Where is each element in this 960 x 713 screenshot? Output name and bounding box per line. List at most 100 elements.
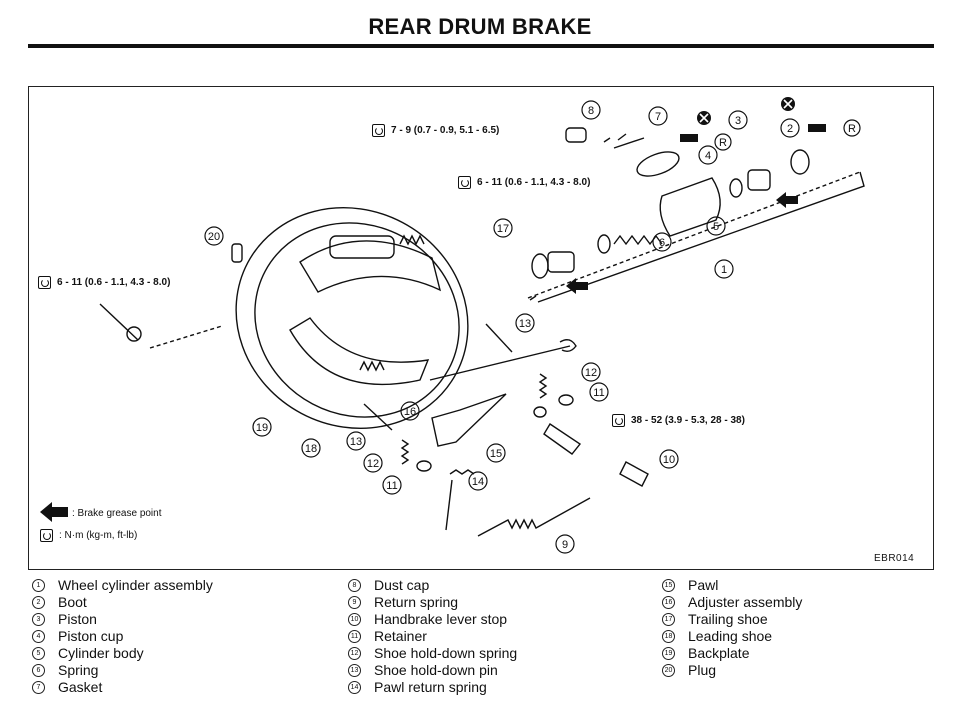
torque-icon — [612, 414, 625, 427]
piston-left-shape — [547, 251, 575, 273]
torque-value: 7 - 9 (0.7 - 0.9, 5.1 - 6.5) — [391, 125, 500, 136]
list-item: 6 Spring — [32, 662, 213, 679]
callout-15: 15 — [490, 448, 502, 460]
spring-12-upper-shape — [538, 373, 548, 399]
callout-16: 16 — [404, 406, 416, 418]
dust-cap-shape — [565, 127, 587, 143]
bracket-line — [529, 171, 865, 303]
do-not-reuse-icons — [697, 97, 795, 125]
callout-17: 17 — [497, 223, 509, 235]
part-label: Piston — [58, 611, 97, 627]
torque-spec-bleeder: 6 - 11 (0.6 - 1.1, 4.3 - 8.0) — [458, 176, 590, 189]
callout-9: 9 — [562, 539, 568, 551]
retainer-11-mid-shape — [533, 406, 547, 418]
part-label: Pawl return spring — [374, 679, 487, 695]
boot-left-shape — [531, 253, 549, 279]
legend-torque-row: : N·m (kg-m, ft-lb) — [40, 529, 137, 542]
pawl-shape — [431, 393, 507, 447]
part-label: Cylinder body — [58, 645, 144, 661]
part-number: 20 — [662, 664, 675, 677]
piston-right-shape — [747, 169, 771, 191]
part-label: Wheel cylinder assembly — [58, 577, 213, 593]
legend-grease-label: : Brake grease point — [72, 508, 162, 519]
callout-6: 6 — [659, 237, 665, 249]
part-label: Boot — [58, 594, 87, 610]
boot-right-shape — [790, 149, 810, 175]
torque-spec-bolt: 38 - 52 (3.9 - 5.3, 28 - 38) — [612, 414, 745, 427]
part-number: 12 — [348, 647, 361, 660]
pin-13-lower-shape — [363, 403, 393, 431]
part-label: Piston cup — [58, 628, 124, 644]
callout-10: 10 — [663, 454, 675, 466]
part-number: 6 — [32, 664, 45, 677]
part-label: Trailing shoe — [688, 611, 768, 627]
reuse-mark-r-1: R — [719, 137, 727, 149]
callout-8: 8 — [588, 105, 594, 117]
torque-value: 6 - 11 (0.6 - 1.1, 4.3 - 8.0) — [57, 277, 171, 288]
part-number: 2 — [32, 596, 45, 609]
part-label: Leading shoe — [688, 628, 773, 644]
torque-icon — [38, 276, 51, 289]
callout-12: 12 — [585, 367, 597, 379]
pin-13-upper-shape — [485, 323, 513, 353]
backplate-outline — [235, 207, 469, 429]
part-label: Handbrake lever stop — [374, 611, 508, 627]
handbrake-cable-shape — [99, 303, 139, 341]
part-label: Shoe hold-down pin — [374, 662, 498, 678]
grease-point-icons — [566, 124, 826, 294]
part-number: 4 — [32, 630, 45, 643]
shoe-spring-upper-shape — [399, 234, 425, 246]
callout-4: 4 — [705, 150, 711, 162]
part-label: Plug — [688, 662, 717, 678]
part-number: 3 — [32, 613, 45, 626]
plug-shape — [231, 243, 243, 263]
list-item: 19 Backplate — [662, 645, 802, 662]
shoe-spring-shape — [359, 360, 385, 372]
torque-value: 38 - 52 (3.9 - 5.3, 28 - 38) — [631, 415, 745, 426]
torque-value: 6 - 11 (0.6 - 1.1, 4.3 - 8.0) — [477, 177, 591, 188]
bleeder-bolts-shape — [603, 133, 645, 149]
part-label: Gasket — [58, 679, 103, 695]
cup-left-shape — [597, 234, 611, 254]
adjuster-shape — [429, 345, 571, 381]
gasket-shape — [636, 151, 680, 177]
adjuster-head-shape — [559, 339, 577, 353]
callout-18: 18 — [305, 443, 317, 455]
part-number: 19 — [662, 647, 675, 660]
torque-spec-cable: 6 - 11 (0.6 - 1.1, 4.3 - 8.0) — [38, 276, 170, 289]
part-label: Shoe hold-down spring — [374, 645, 518, 661]
backplate-rim — [254, 222, 460, 418]
part-label: Retainer — [374, 628, 427, 644]
retainer-11-lower-shape — [416, 460, 432, 472]
title-rule — [28, 44, 934, 48]
part-number: 9 — [348, 596, 361, 609]
callout-13-lower: 13 — [350, 436, 362, 448]
part-label: Backplate — [688, 645, 750, 661]
figure-code: EBR014 — [874, 553, 915, 564]
torque-icon — [40, 529, 53, 542]
bolt-shape — [543, 423, 582, 455]
part-label: Pawl — [688, 577, 719, 593]
callout-13: 13 — [519, 318, 531, 330]
list-item: 4 Piston cup — [32, 628, 213, 645]
part-number: 14 — [348, 681, 361, 694]
callout-7: 7 — [655, 111, 661, 123]
part-label: Spring — [58, 662, 99, 678]
part-number: 16 — [662, 596, 675, 609]
pawl-spring-shape — [445, 469, 475, 531]
cable-fitting-shape — [126, 326, 142, 342]
part-label: Dust cap — [374, 577, 430, 593]
